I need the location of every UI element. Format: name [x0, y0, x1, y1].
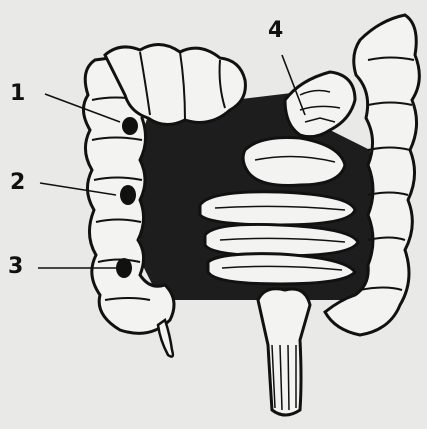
lesion-mark-3 — [116, 258, 132, 278]
lesion-mark-1 — [122, 117, 138, 135]
rectum — [258, 289, 310, 415]
appendix — [158, 320, 173, 357]
upper-intestine-loop — [285, 72, 355, 137]
label-1: 1 — [10, 83, 25, 105]
label-2: 2 — [10, 172, 25, 194]
lesion-mark-2 — [120, 185, 136, 205]
label-4: 4 — [268, 20, 283, 42]
label-3: 3 — [8, 256, 23, 278]
